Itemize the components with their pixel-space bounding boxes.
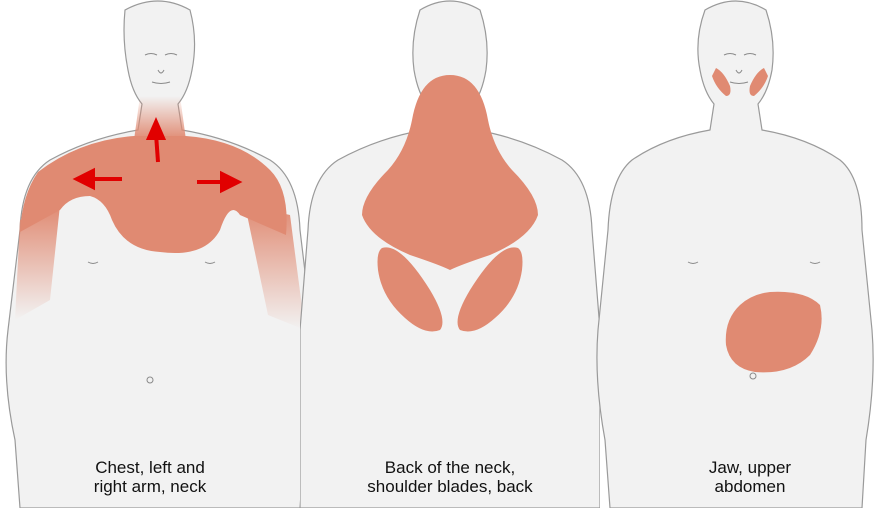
caption-back: Back of the neck, shoulder blades, back bbox=[310, 458, 590, 496]
figure-chest-arms-neck bbox=[0, 0, 320, 508]
caption-line: right arm, neck bbox=[0, 477, 300, 496]
pain-area-neck-upper-back bbox=[362, 75, 538, 270]
caption-chest-arms-neck: Chest, left and right arm, neck bbox=[0, 458, 300, 496]
caption-line: Back of the neck, bbox=[310, 458, 590, 477]
back-body bbox=[300, 0, 600, 508]
caption-line: Jaw, upper bbox=[620, 458, 879, 477]
front-body-chest bbox=[0, 0, 320, 508]
caption-jaw-abdomen: Jaw, upper abdomen bbox=[620, 458, 879, 496]
front-body-jaw bbox=[590, 0, 879, 508]
figure-jaw-abdomen bbox=[590, 0, 879, 508]
caption-line: shoulder blades, back bbox=[310, 477, 590, 496]
body-outline bbox=[597, 1, 873, 508]
caption-line: Chest, left and bbox=[0, 458, 300, 477]
caption-line: abdomen bbox=[620, 477, 879, 496]
figure-back bbox=[300, 0, 600, 508]
